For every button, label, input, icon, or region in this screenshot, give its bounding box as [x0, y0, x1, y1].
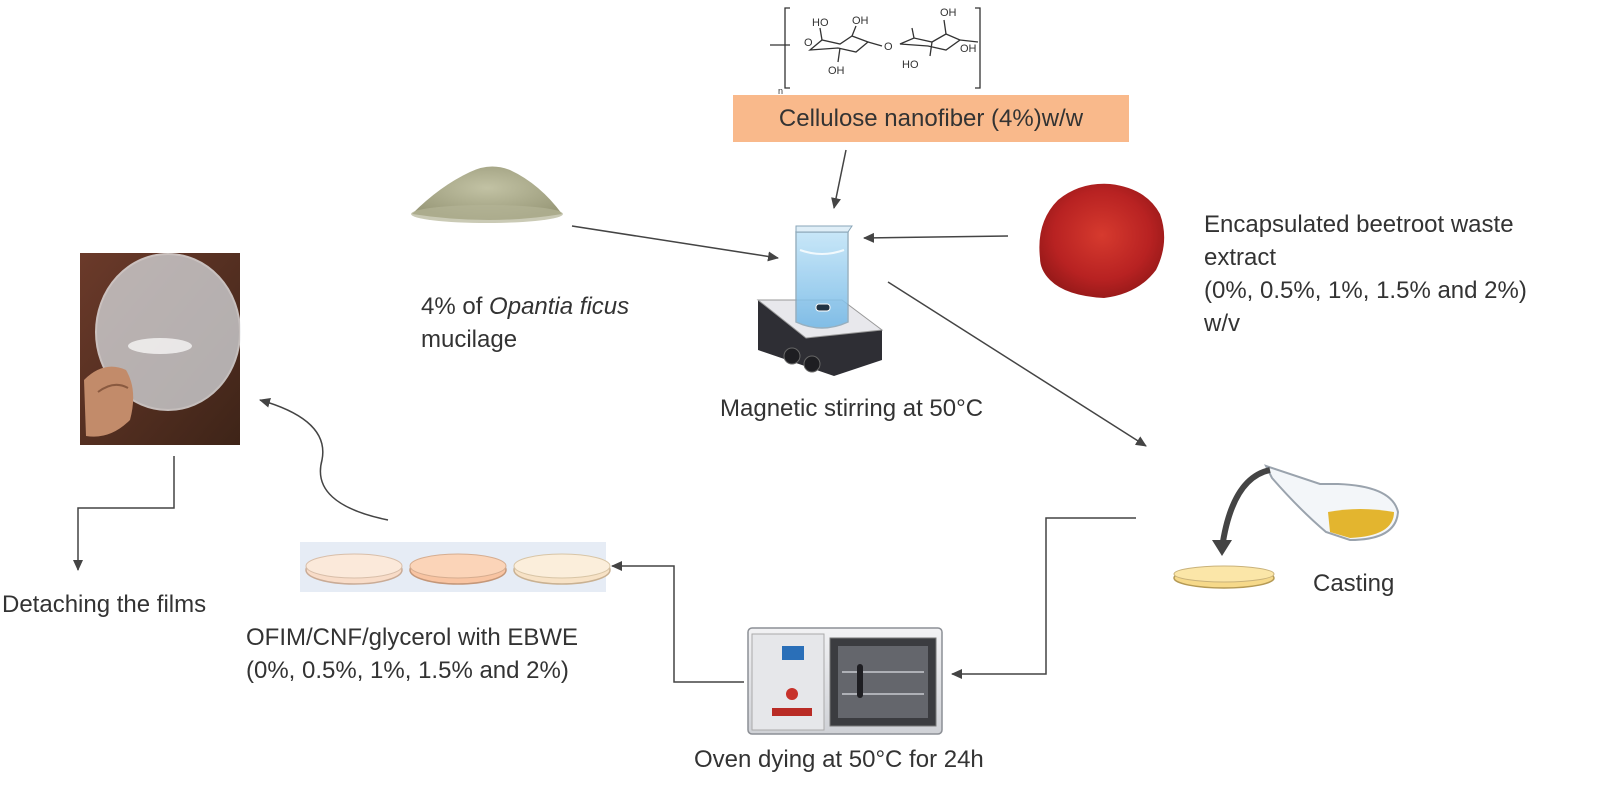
arrow-beetroot-to-beaker — [863, 232, 1009, 243]
flow-arrows — [73, 149, 1147, 683]
films-label: OFIM/CNF/glycerol with EBWE (0%, 0.5%, 1… — [246, 621, 578, 687]
beetroot-label: Encapsulated beetroot waste extract (0%,… — [1204, 208, 1527, 340]
arrow-oven-to-dishes — [611, 561, 744, 683]
cellulose-nanofiber-label: Cellulose nanofiber (4%)w/w — [778, 104, 1084, 132]
mucilage-species: Opantia ficus — [489, 293, 630, 320]
beetroot-label-line4: w/v — [1204, 310, 1240, 337]
films-label-line2: (0%, 0.5%, 1%, 1.5% and 2%) — [246, 657, 569, 684]
beetroot-label-line3: (0%, 0.5%, 1%, 1.5% and 2%) — [1204, 277, 1527, 304]
films-label-line1: OFIM/CNF/glycerol with EBWE — [246, 624, 579, 651]
mucilage-powder-image — [411, 166, 563, 223]
struct-oh-3: OH — [940, 7, 957, 19]
arrow-cnf-to-beaker — [831, 149, 847, 209]
beetroot-powder-image — [1039, 183, 1165, 298]
beetroot-label-line2: extract — [1204, 244, 1277, 271]
oven-label: Oven dying at 50°C for 24h — [694, 746, 984, 773]
struct-oh-4: OH — [960, 43, 977, 55]
casting-label: Casting — [1313, 570, 1395, 597]
struct-ho-1: HO — [812, 17, 829, 29]
cellulose-structure-labels: O O HO OH OH OH HO OH n — [778, 7, 977, 96]
cellulose-nanofiber-box: Cellulose nanofiber (4%)w/w — [733, 95, 1129, 142]
magnetic-stirrer-image — [756, 225, 884, 376]
mucilage-label-line1: 4% of Opantia ficus — [421, 290, 629, 323]
struct-oh-2: OH — [828, 65, 845, 77]
petri-dishes-image — [300, 542, 611, 592]
arrow-mucilage-to-beaker — [571, 225, 779, 262]
struct-ho-2: HO — [902, 59, 919, 71]
o-atom: O — [884, 41, 893, 53]
detach-label: Detaching the films — [2, 591, 207, 618]
film-photo-image — [80, 253, 241, 445]
mucilage-label: 4% of Opantia ficus mucilage — [421, 290, 629, 356]
struct-oh-1: OH — [852, 15, 869, 27]
mucilage-prefix: 4% of — [421, 293, 490, 320]
arrow-dishes-to-film — [259, 397, 389, 521]
arrow-stirring-to-casting — [887, 281, 1147, 447]
beetroot-label-line1: Encapsulated beetroot waste — [1204, 211, 1514, 238]
struct-n: n — [778, 86, 783, 96]
stirring-label: Magnetic stirring at 50°C — [720, 395, 984, 422]
arrow-casting-to-oven — [951, 517, 1136, 679]
o-atom: O — [804, 37, 813, 49]
mucilage-label-line2: mucilage — [421, 326, 518, 353]
casting-image — [1173, 464, 1400, 589]
cellulose-structure — [770, 7, 981, 89]
oven-image — [747, 627, 943, 735]
arrow-film-to-detach — [73, 456, 175, 571]
